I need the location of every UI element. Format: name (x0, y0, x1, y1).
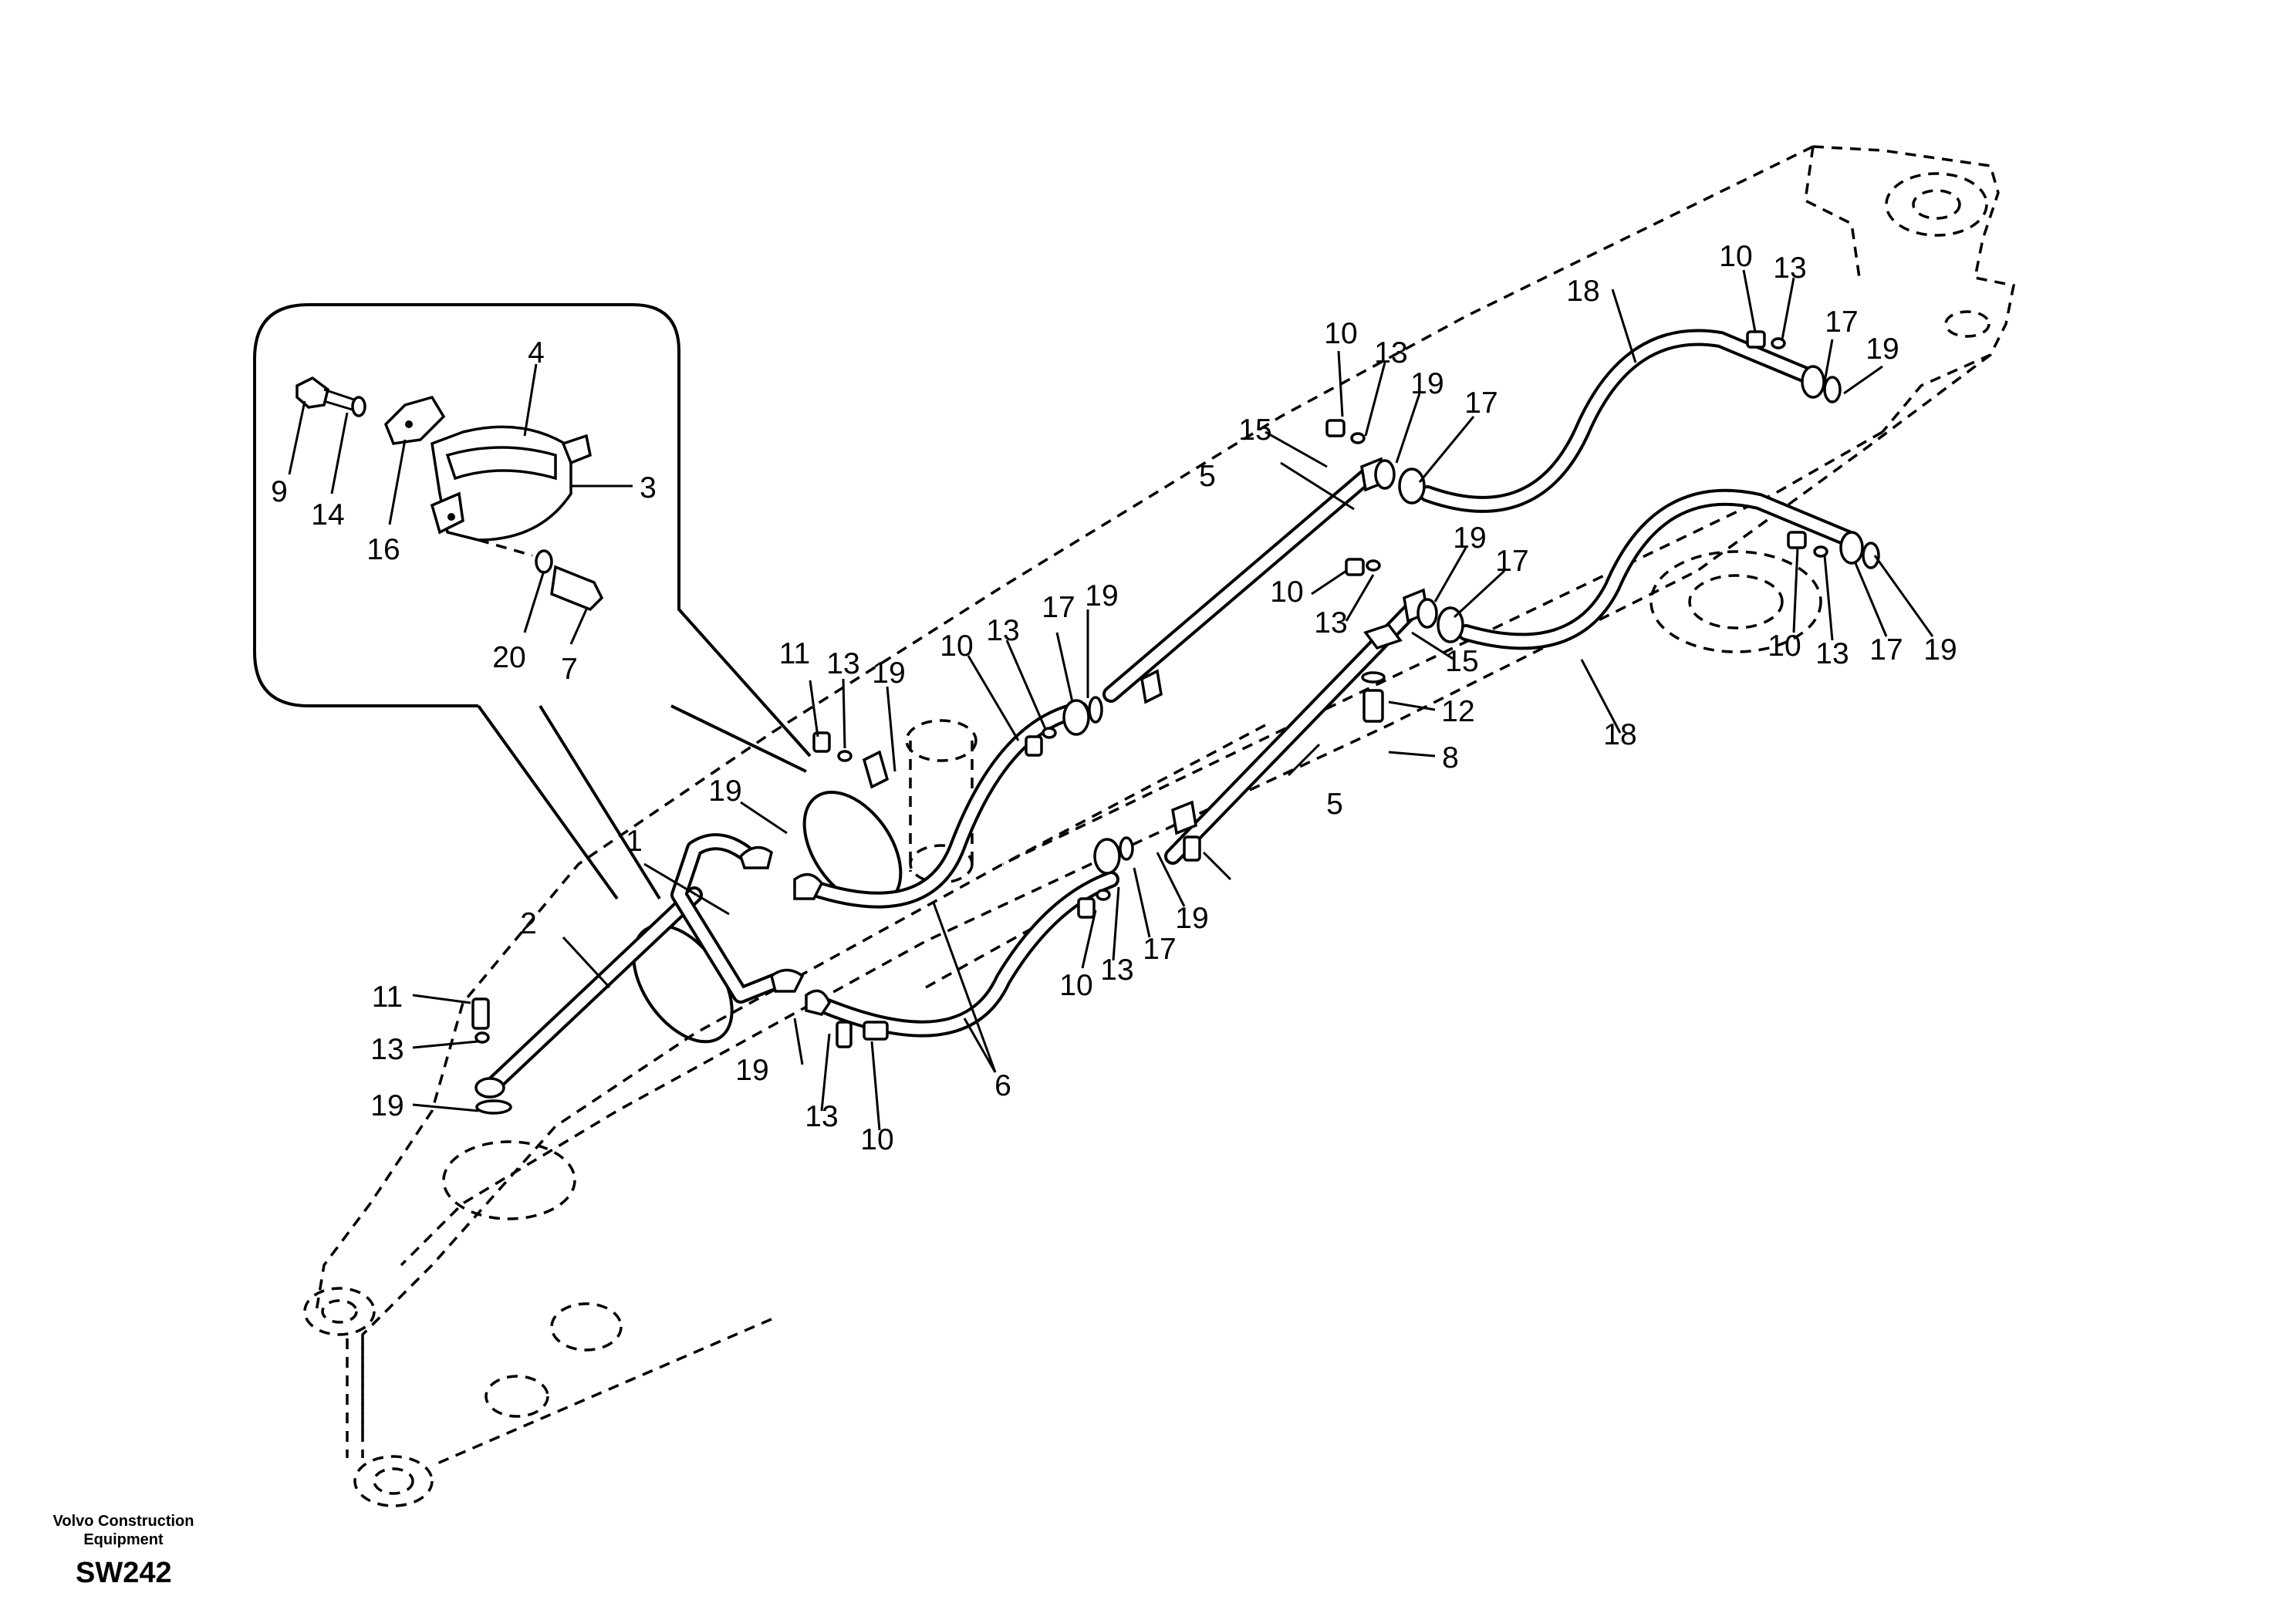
detail-inset-frame (253, 303, 903, 1044)
leader-lines (288, 269, 1934, 1131)
callout-7: 7 (561, 653, 578, 686)
callout-5-upper: 5 (1199, 460, 1216, 493)
callout-10-mid: 10 (940, 629, 973, 663)
callout-10-center: 10 (1059, 969, 1092, 1002)
callout-labels: 4 3 9 14 16 20 7 1 2 11 13 19 19 19 13 1… (271, 240, 1957, 1156)
callout-17-right: 17 (1495, 545, 1528, 578)
callout-1: 1 (626, 825, 643, 858)
callout-18-lower: 18 (1603, 718, 1636, 751)
tube-set (481, 329, 1860, 1096)
callout-10-upper: 10 (1324, 317, 1357, 350)
callout-13-upper: 13 (1374, 336, 1407, 370)
callout-19-upper: 19 (1410, 367, 1443, 400)
callout-19-lower: 19 (370, 1089, 403, 1122)
callout-19-bent-tube: 19 (708, 775, 741, 808)
callout-19-mid2: 19 (1085, 579, 1118, 613)
callout-15-upper: 15 (1238, 413, 1271, 447)
callout-13-top-right: 13 (1773, 251, 1806, 285)
fittings (471, 330, 1880, 1115)
callout-13-mid: 13 (826, 647, 859, 680)
callout-16: 16 (366, 533, 400, 566)
callout-17-center: 17 (1143, 933, 1176, 966)
callout-3: 3 (640, 471, 657, 505)
callout-11-mid: 11 (779, 637, 811, 670)
boom-outline (303, 145, 2016, 1507)
callout-19-center: 19 (1175, 902, 1208, 935)
company-name: Volvo Construction Equipment (52, 1513, 194, 1548)
callout-19-mid: 19 (872, 656, 905, 690)
callout-13-far-right: 13 (1815, 637, 1849, 670)
callout-19-top-right: 19 (1866, 332, 1899, 366)
flange-lower-left (474, 1077, 512, 1115)
callout-5-lower: 5 (1326, 788, 1343, 821)
callout-15-right: 15 (1445, 645, 1478, 678)
clamp-assembly (295, 376, 604, 612)
callout-17-top-right: 17 (1825, 305, 1858, 339)
callout-13-right: 13 (1314, 606, 1347, 640)
callout-9: 9 (271, 475, 288, 508)
callout-17-far-right: 17 (1869, 633, 1903, 667)
callout-6: 6 (994, 1069, 1011, 1102)
callout-10-right: 10 (1270, 575, 1303, 609)
callout-19-right: 19 (1453, 521, 1486, 555)
callout-13-center: 13 (1100, 953, 1133, 987)
callout-13-bottom: 13 (805, 1100, 838, 1133)
callout-14: 14 (311, 498, 344, 532)
callout-19-bottom: 19 (735, 1054, 768, 1087)
callout-10-top-right: 10 (1719, 240, 1752, 273)
callout-4: 4 (528, 336, 545, 370)
callout-11-lower: 11 (372, 980, 403, 1014)
callout-12: 12 (1441, 695, 1474, 728)
callout-2: 2 (520, 907, 537, 940)
callout-10-far-right: 10 (1768, 629, 1801, 663)
callout-13-mid2: 13 (986, 614, 1019, 647)
callout-10-bottom: 10 (860, 1123, 893, 1156)
callout-17-mid: 17 (1042, 591, 1075, 624)
callout-8: 8 (1442, 741, 1459, 775)
callout-20: 20 (492, 641, 525, 674)
callout-17-upper: 17 (1464, 386, 1497, 420)
drawing-code: SW242 (76, 1557, 172, 1589)
callout-13-lower: 13 (370, 1033, 403, 1066)
callout-18-upper: 18 (1566, 275, 1599, 308)
callout-19-far-right: 19 (1923, 633, 1957, 667)
